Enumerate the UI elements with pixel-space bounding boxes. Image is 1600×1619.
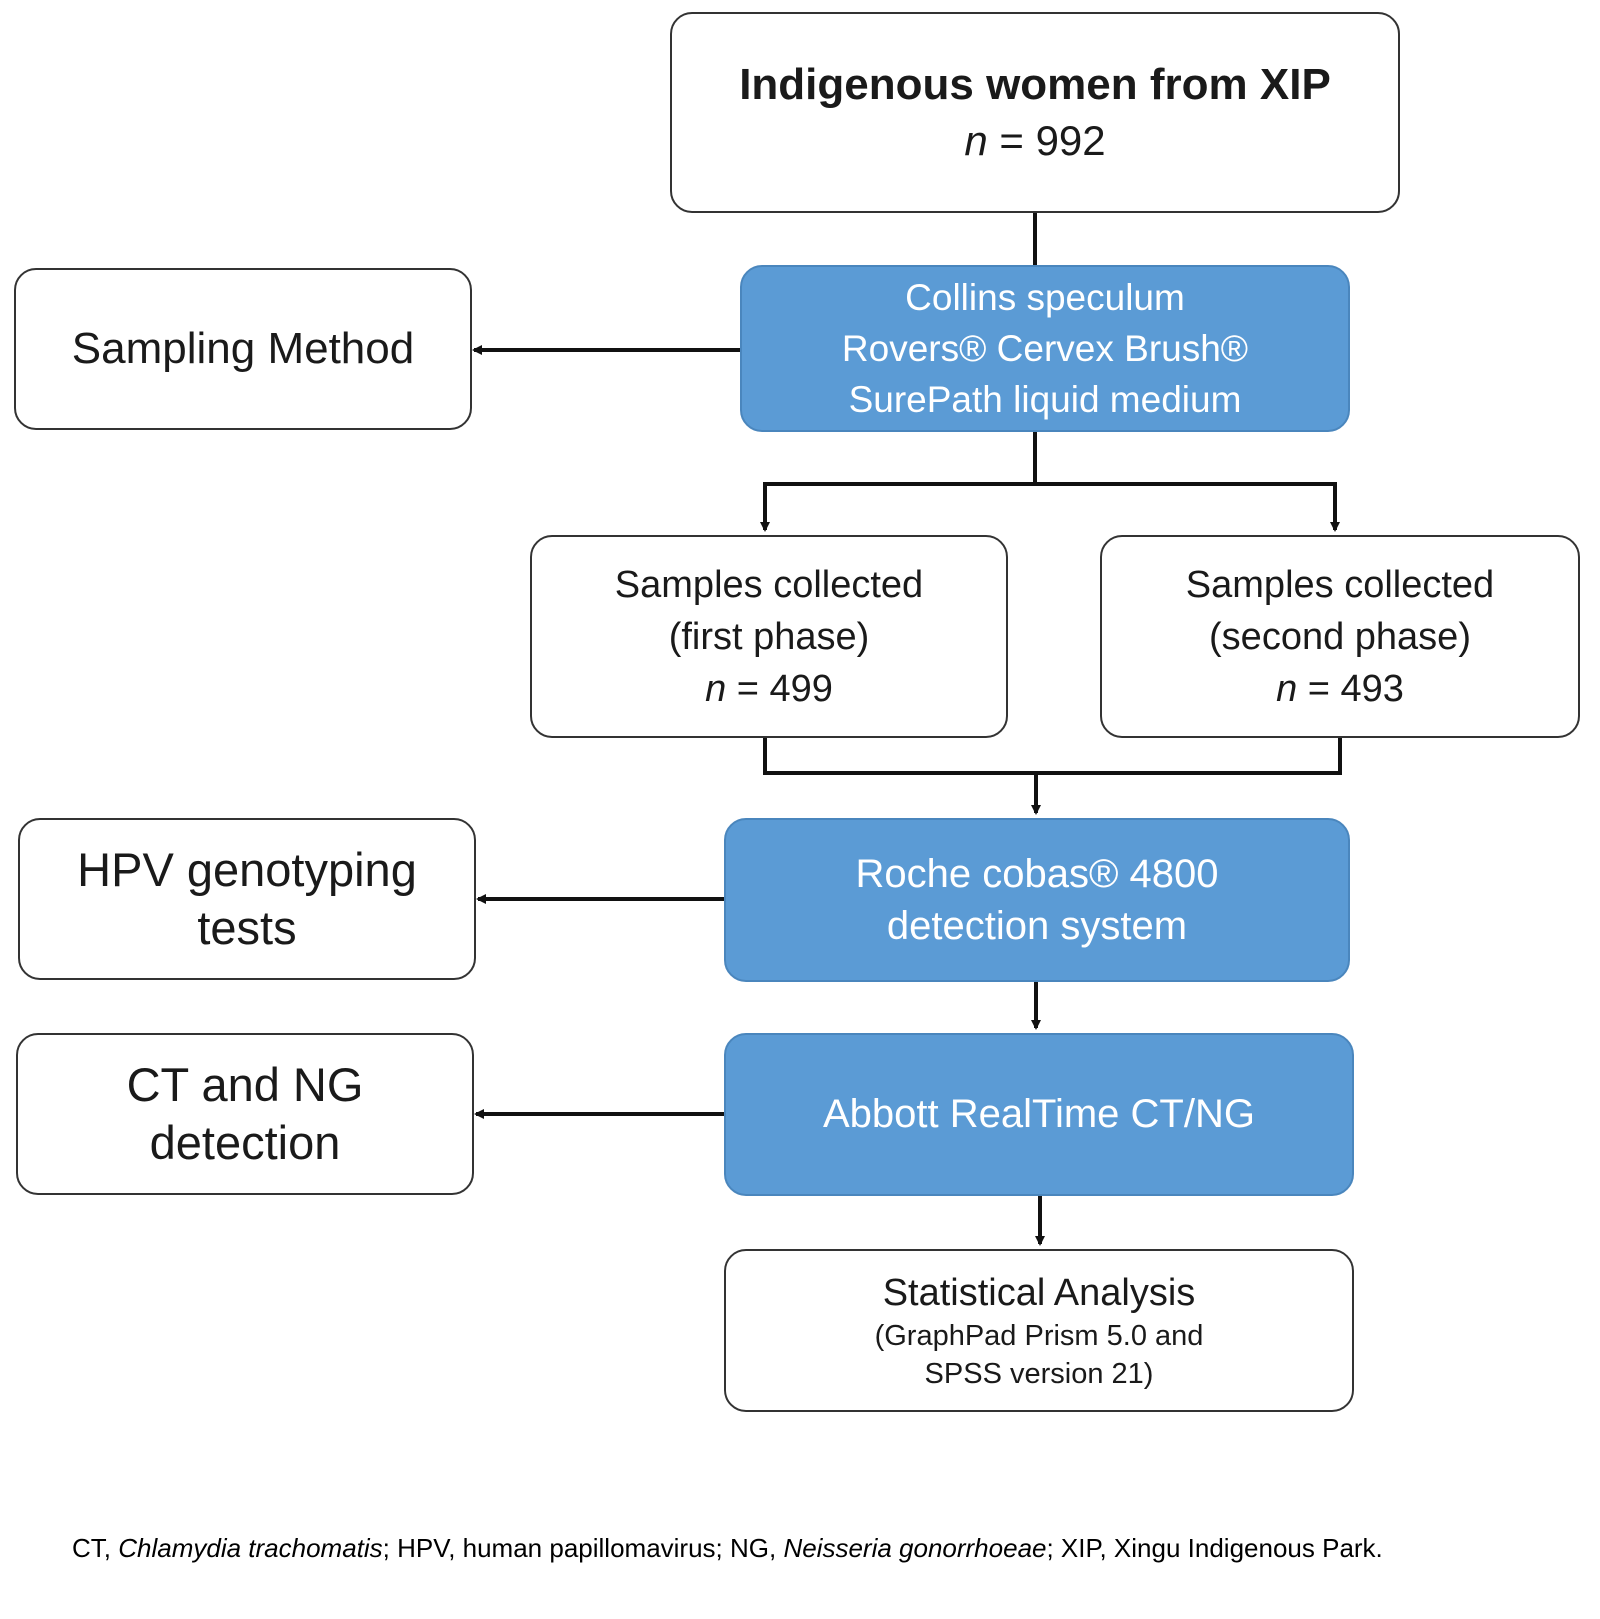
box-sampling-devices: Collins speculum Rovers® Cervex Brush® S… [740, 265, 1350, 432]
ct-species: Chlamydia trachomatis [118, 1533, 383, 1563]
population-count: n = 992 [964, 116, 1106, 164]
phase2-line-1: Samples collected [1185, 563, 1495, 606]
connector-merge [763, 738, 1342, 775]
box-first-phase: Samples collected (first phase) n = 499 [530, 535, 1008, 738]
box-statistical-analysis: Statistical Analysis (GraphPad Prism 5.0… [724, 1249, 1354, 1412]
phase1-line-1: Samples collected [614, 563, 924, 606]
phase2-line-2: (second phase) [1209, 615, 1471, 658]
stats-line-2: SPSS version 21) [924, 1357, 1154, 1390]
box-roche-cobas: Roche cobas® 4800 detection system [724, 818, 1350, 982]
connector-split [760, 432, 1037, 532]
box-ct-ng-detection: CT and NG detection [16, 1033, 474, 1195]
hpv-line-2: tests [197, 901, 297, 954]
ctng-line-2: detection [149, 1116, 341, 1169]
figure-footnote: CT, Chlamydia trachomatis; HPV, human pa… [72, 1533, 1383, 1563]
ng-species: Neisseria gonorrhoeae [783, 1533, 1047, 1563]
sampling-line-2: Rovers® Cervex Brush® [841, 328, 1249, 369]
phase1-line-2: (first phase) [668, 615, 870, 658]
ctng-line-1: CT and NG [126, 1058, 364, 1111]
sampling-method-label: Sampling Method [71, 324, 415, 373]
phase2-count: n = 493 [1276, 667, 1404, 710]
box-second-phase: Samples collected (second phase) n = 493 [1100, 535, 1580, 738]
abbott-label: Abbott RealTime CT/NG [823, 1092, 1255, 1136]
roche-line-2: detection system [886, 904, 1188, 948]
stats-title: Statistical Analysis [882, 1271, 1196, 1314]
box-population: Indigenous women from XIP n = 992 [670, 12, 1400, 213]
hpv-line-1: HPV genotyping [77, 843, 417, 896]
box-sampling-method: Sampling Method [14, 268, 472, 430]
roche-line-1: Roche cobas® 4800 [855, 852, 1219, 896]
sampling-line-3: SurePath liquid medium [848, 379, 1242, 420]
phase1-count: n = 499 [705, 667, 833, 710]
stats-line-1: (GraphPad Prism 5.0 and [874, 1319, 1204, 1352]
box-abbott-realtime: Abbott RealTime CT/NG [724, 1033, 1354, 1196]
population-title: Indigenous women from XIP [739, 59, 1331, 109]
box-hpv-genotyping: HPV genotyping tests [18, 818, 476, 980]
sampling-line-1: Collins speculum [905, 277, 1185, 318]
connector-split-right [1035, 482, 1340, 532]
